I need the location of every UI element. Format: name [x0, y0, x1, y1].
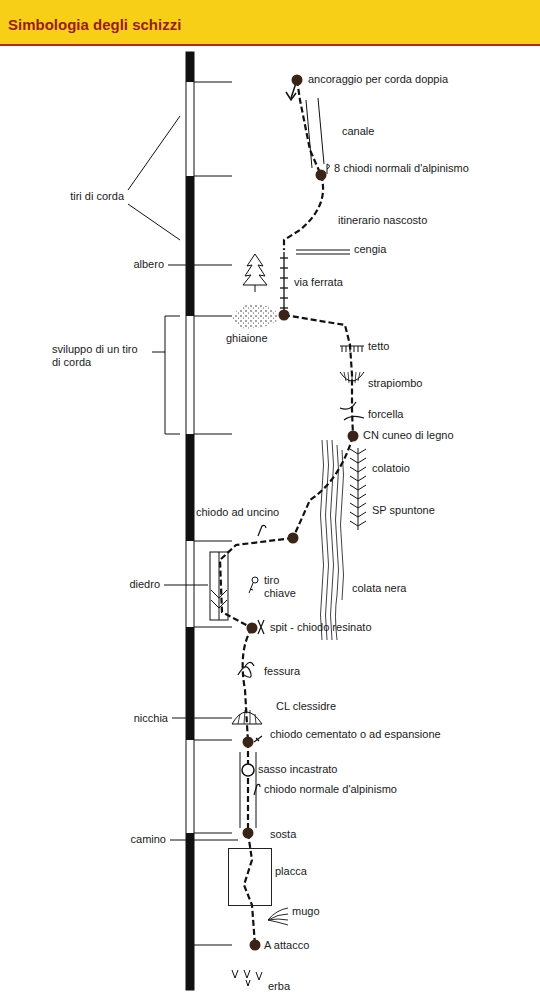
symbol-label: chiodo cementato o ad espansione [270, 728, 441, 741]
symbol-label: mugo [292, 905, 320, 918]
symbol-label: forcella [368, 408, 403, 421]
symbol-label: sasso incastrato [258, 763, 337, 776]
gully-stroke [350, 521, 366, 526]
symbol-label: CL clessidre [276, 700, 336, 713]
symbol-label: via ferrata [294, 276, 343, 289]
gully-stroke [350, 512, 366, 517]
symbol-label: colatoio [372, 462, 410, 475]
symbol-label: CN cuneo di legno [363, 429, 454, 442]
gully-stroke [350, 485, 366, 490]
symbol-label: tiri di corda [70, 190, 124, 203]
symbol-label: ghiaione [226, 332, 268, 345]
gully-stroke [350, 503, 366, 508]
symbol-label: colata nera [352, 582, 406, 595]
symbol-label: ancoraggio per corda doppia [308, 73, 448, 86]
symbol-label: camino [131, 833, 166, 846]
symbol-label: diedro [129, 578, 160, 591]
gully-stroke [350, 476, 366, 481]
symbol-label: sviluppo di un tiro di corda [52, 343, 148, 369]
symbol-label: canale [342, 125, 374, 138]
symbol-label: itinerario nascosto [338, 214, 427, 227]
symbol-label: strapiombo [368, 377, 422, 390]
symbol-label: sosta [270, 828, 296, 841]
symbol-label: spit - chiodo resinato [270, 621, 372, 634]
symbol-label: cengia [354, 243, 386, 256]
symbol-label: SP spuntone [372, 504, 435, 517]
gully-stroke [350, 449, 366, 454]
gully-stroke [350, 458, 366, 463]
symbol-label: erba [268, 980, 290, 993]
symbol-label: tiro chiave [264, 574, 306, 600]
symbol-label: nicchia [134, 712, 168, 725]
slab-box: placca [228, 848, 272, 906]
symbol-label: fessura [264, 665, 300, 678]
symbol-label: albero [133, 258, 164, 271]
symbol-label: chiodo ad uncino [196, 506, 279, 519]
symbol-label: 8 chiodi normali d'alpinismo [334, 162, 469, 175]
symbol-label: tetto [368, 340, 389, 353]
gully-stroke [350, 467, 366, 472]
symbol-label: A attacco [264, 939, 309, 952]
page-title: Simbologia degli schizzi [8, 16, 181, 33]
slab-label: placca [275, 865, 307, 878]
symbol-label: chiodo normale d'alpinismo [264, 783, 397, 796]
gully-stroke [350, 494, 366, 499]
